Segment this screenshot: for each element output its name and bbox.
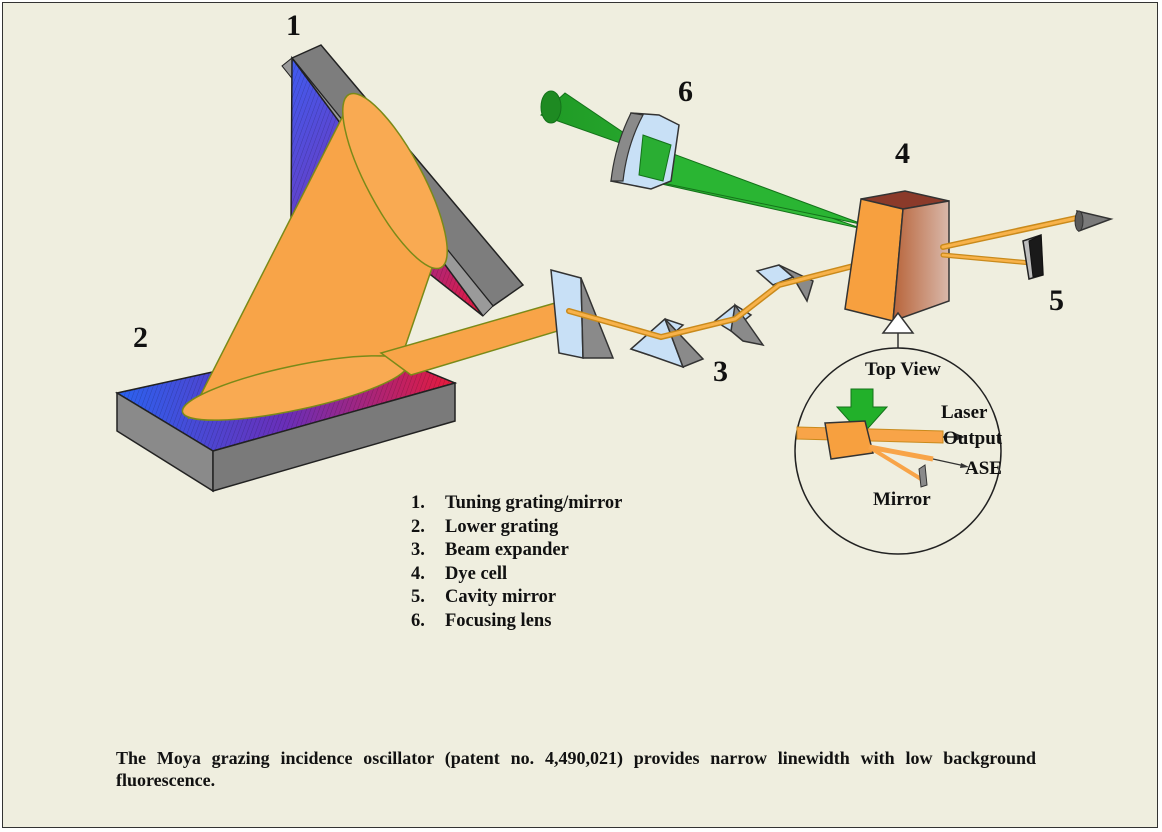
label-2: 2 <box>133 321 148 354</box>
pump-beam <box>540 90 866 230</box>
label-1: 1 <box>286 9 301 42</box>
legend-item: 6.Focusing lens <box>411 610 552 631</box>
laser-label: Laser <box>941 402 988 423</box>
caption: The Moya grazing incidence oscillator (p… <box>116 748 1036 790</box>
output-beams <box>940 214 1084 266</box>
legend-item: 2.Lower grating <box>411 516 559 537</box>
output-cone <box>1074 210 1114 233</box>
cavity-mirror <box>1022 233 1044 280</box>
oscillator-diagram: 1 2 3 4 5 6 Top View Laser Output ASE Mi… <box>115 9 1114 555</box>
label-3: 3 <box>713 355 728 388</box>
legend-item: 4.Dye cell <box>411 563 508 584</box>
diffracted-beam-fan <box>181 92 448 421</box>
legend-item: 3.Beam expander <box>411 540 569 560</box>
ase-label: ASE <box>965 458 1002 479</box>
top-view-label: Top View <box>865 359 941 380</box>
focusing-lens <box>610 112 680 190</box>
label-5: 5 <box>1049 284 1064 317</box>
mirror-label: Mirror <box>873 489 931 510</box>
component-legend: 1.Tuning grating/mirror 2.Lower grating … <box>411 492 622 633</box>
dye-cell <box>844 190 950 323</box>
output-label: Output <box>943 428 1003 449</box>
label-4: 4 <box>895 137 910 170</box>
top-view-inset <box>794 347 1002 555</box>
legend-item: 1.Tuning grating/mirror <box>411 493 623 513</box>
label-6: 6 <box>678 75 693 108</box>
legend-item: 5.Cavity mirror <box>411 587 557 607</box>
